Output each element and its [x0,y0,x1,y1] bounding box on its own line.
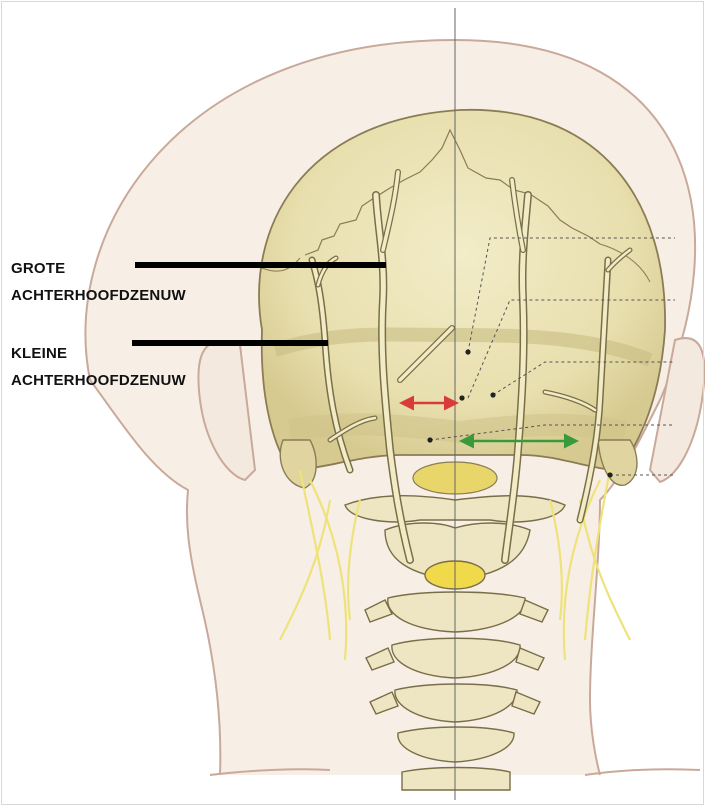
greater-occipital-nerve-label: GROTE ACHTERHOOFDZENUW [11,255,186,309]
label-kleine-line1: KLEINE [11,340,186,367]
lesser-occipital-nerve-label: KLEINE ACHTERHOOFDZENUW [11,340,186,394]
vertebra-c7 [402,768,510,791]
label-grote-line1: GROTE [11,255,186,282]
label-kleine-line2: ACHTERHOOFDZENUW [11,367,186,394]
label-grote-line2: ACHTERHOOFDZENUW [11,282,186,309]
